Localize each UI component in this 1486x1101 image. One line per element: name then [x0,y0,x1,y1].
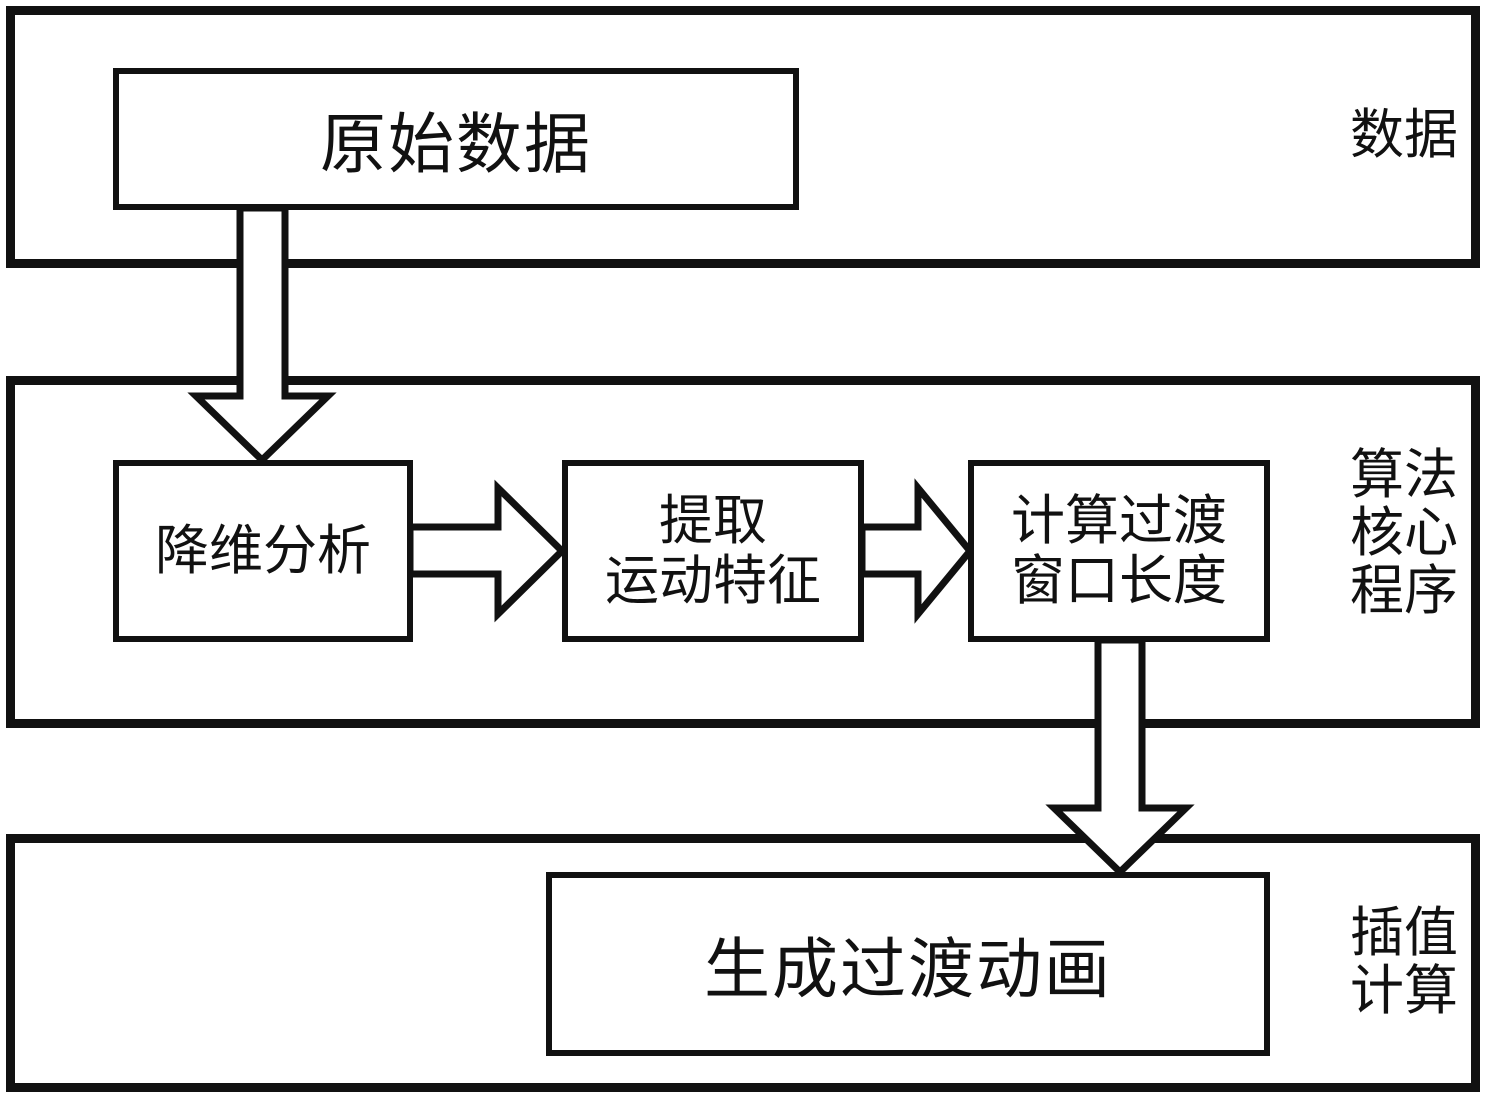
raw-data-label: 原始数据 [320,106,592,183]
algorithm-core-layer-label: 算法核心程序 [1350,443,1458,622]
dim-reduce-label: 降维分析 [155,519,371,582]
raw-data-box: 原始数据 [113,68,799,210]
arrow-calc-to-generate [1045,636,1195,877]
arrow-raw-to-dimreduce [187,204,337,465]
arrow-extract-to-calc [858,478,975,624]
arrow-dimreduce-to-extract [406,479,567,623]
extract-motion-features-box: 提取 运动特征 [562,460,864,642]
dim-reduce-box: 降维分析 [113,460,413,642]
extract-label-line2: 运动特征 [605,549,821,612]
generate-transition-animation-box: 生成过渡动画 [546,872,1270,1056]
calc-label-line2: 窗口长度 [1011,549,1227,612]
extract-label-line1: 提取 [659,489,767,552]
calc-transition-window-box: 计算过渡 窗口长度 [968,460,1270,642]
calc-label-line1: 计算过渡 [1011,489,1227,552]
generate-animation-label: 生成过渡动画 [704,931,1112,1008]
interpolation-layer-label: 插值计算 [1350,901,1458,1022]
data-layer-label: 数据 [1350,103,1458,166]
